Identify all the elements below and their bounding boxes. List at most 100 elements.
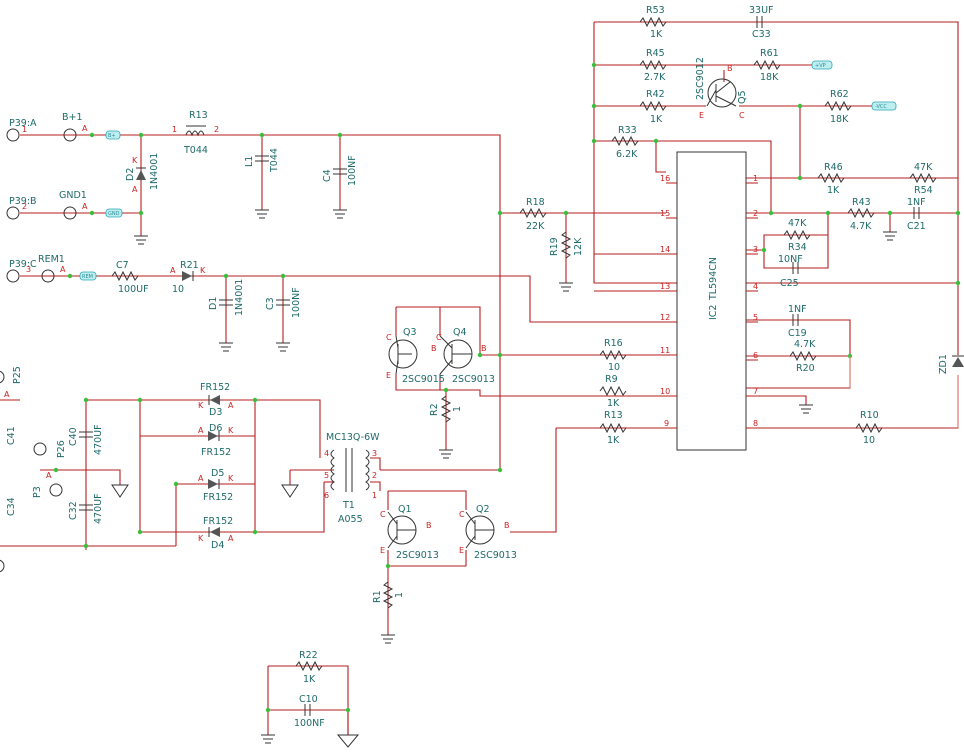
resistor-r10[interactable]: R10 10 (855, 410, 883, 446)
resistor-r21[interactable]: C7 100UF (111, 260, 149, 295)
resistor-r45[interactable]: R45 2.7K (639, 48, 667, 83)
transistor-q5[interactable]: Q5 2SC9012 B E C (695, 57, 748, 120)
capacitor-c32[interactable]: C32 470UF (68, 493, 104, 524)
resistor-r9[interactable]: R9 1K (599, 374, 627, 409)
r10-val: 10 (863, 435, 875, 446)
transistor-q4[interactable]: Q4 2SC9013 C B (436, 327, 495, 385)
d5-ref: D5 (211, 468, 224, 479)
c4-ref: L1 (244, 156, 255, 167)
terminal-c41[interactable]: C41 (6, 426, 17, 445)
capacitor-c33[interactable]: 33UF C33 (749, 5, 774, 40)
transformer-t1[interactable]: MC13Q-6W T1 A055 4 5 6 3 2 1 (324, 432, 380, 525)
resistor-r42[interactable]: R42 1K (639, 89, 667, 125)
terminal-gnd1[interactable]: GND1 A (59, 190, 88, 220)
t1-ref: T1 (342, 500, 355, 511)
resistor-r53[interactable]: R53 1K (639, 5, 667, 40)
terminal-p3[interactable]: P3 (32, 483, 63, 498)
resistor-r1[interactable]: R1 1 (372, 581, 405, 609)
r13-val: 1K (607, 435, 620, 446)
terminal-p39b[interactable]: P39:B 2 (6, 196, 37, 220)
q4-ref: Q4 (453, 327, 467, 338)
capacitor-c19[interactable]: 1NF C19 (788, 304, 807, 339)
transistor-q3[interactable]: Q3 2SC9015 C E B (386, 327, 445, 385)
resistor-r13[interactable]: R13 1K (599, 410, 627, 446)
net-flag-rem[interactable]: REM (79, 271, 97, 281)
diode-d6[interactable]: D6 FR152 A K (198, 423, 234, 458)
resistors: R53 1K R45 2.7K R61 18K R42 1K R62 18K R… (111, 5, 937, 685)
diode-d3[interactable]: FR152 D3 K A (198, 382, 234, 418)
terminal-c34[interactable]: C34 (6, 497, 17, 516)
transistor-q1[interactable]: Q1 2SC9013 C E B (380, 504, 439, 561)
net-flag-b[interactable]: B+ (105, 130, 121, 140)
terminal-p39a[interactable]: P39:A 1 (6, 118, 37, 142)
resistor-r61[interactable]: R61 18K (753, 48, 781, 83)
resistor-r34[interactable]: 47K R34 (783, 218, 811, 253)
p3-label: P3 (32, 486, 43, 498)
ic2-pin-2: 2 (753, 209, 758, 218)
diode-d5[interactable]: D5 FR152 A K (198, 468, 234, 503)
gnd1-pin: A (82, 202, 88, 211)
terminal-rem1[interactable]: REM1 A (38, 254, 66, 283)
capacitor-c4[interactable]: L1 T044 (244, 148, 280, 173)
r13-ref: R13 (604, 410, 623, 421)
resistor-r62[interactable]: R62 18K (824, 89, 852, 125)
capacitor-c3[interactable]: D1 1N4001 (208, 279, 245, 316)
r61-ref: R61 (760, 48, 779, 59)
r54-val: 47K (914, 162, 933, 173)
capacitor-c7[interactable]: C4 100NF (322, 155, 358, 186)
l1-pin-2: 2 (214, 125, 219, 134)
net-flag-vcc[interactable]: -VCC (871, 101, 897, 111)
b1-pin: A (82, 124, 88, 133)
d3-pin-k: K (198, 401, 204, 410)
ic2-pin-10: 10 (660, 387, 670, 396)
net-flag-vp[interactable]: +VP (811, 60, 833, 70)
terminal-p26[interactable]: P26 A (33, 440, 67, 480)
chassis-ground-icon (111, 484, 129, 498)
capacitor-c25[interactable]: 10NF C25 (778, 254, 803, 289)
ground-icon (219, 342, 233, 352)
diodes: D2 1N4001 A K R21 10 A K FR152 D3 K A D6… (125, 153, 964, 551)
terminal-b1[interactable]: B+1 A (62, 112, 88, 142)
capacitor-c10[interactable]: C10 100NF (294, 694, 325, 729)
resistor-r33[interactable]: R33 6.2K (611, 125, 639, 160)
capacitor-c40[interactable]: C40 470UF (68, 424, 104, 455)
resistor-r16[interactable]: R16 10 (599, 338, 627, 373)
c10-val: 100NF (294, 718, 325, 729)
diode-d1[interactable]: R21 10 A K (170, 260, 206, 295)
transistor-q2[interactable]: Q2 2SC9013 C E B (459, 504, 517, 561)
r20-ref: R20 (796, 363, 815, 374)
capacitor-c8[interactable]: C3 100NF (265, 287, 302, 318)
zener-zd1[interactable]: ZD1 (938, 354, 964, 374)
resistor-r18[interactable]: R18 22K (519, 197, 547, 232)
terminal-edge[interactable] (0, 559, 5, 573)
resistor-r43[interactable]: R43 4.7K (847, 197, 875, 232)
c3-val: 1N4001 (234, 279, 245, 316)
diode-d2[interactable]: D2 1N4001 A K (125, 153, 160, 194)
r18-ref: R18 (526, 197, 545, 208)
d2-val: 1N4001 (149, 153, 160, 190)
resistor-r20[interactable]: 4.7K R20 (789, 339, 817, 374)
c33-ref: C33 (752, 29, 771, 40)
resistor-r54[interactable]: 47K R54 (909, 162, 937, 196)
d3-pin-a: A (228, 401, 234, 410)
d1-pin-a: A (170, 266, 176, 275)
terminal-p39c[interactable]: P39:C 3 (6, 259, 37, 283)
r43-val: 4.7K (850, 221, 872, 232)
r10-ref: R10 (860, 410, 879, 421)
capacitor-c21[interactable]: 1NF C21 (907, 197, 926, 232)
q1-pin-b: B (426, 521, 432, 530)
ic2-pin-7: 7 (753, 387, 758, 396)
inductor-l1[interactable]: R13 T044 1 2 (172, 110, 219, 156)
r20-val: 4.7K (794, 339, 816, 350)
net-flag-gnd[interactable]: GND (105, 208, 123, 218)
resistor-r46[interactable]: R46 1K (817, 162, 845, 196)
ground-icon (333, 209, 347, 219)
q1-ref: Q1 (398, 504, 412, 515)
resistor-r22[interactable]: R22 1K (295, 650, 323, 685)
terminal-p25[interactable]: P25 A (0, 366, 23, 399)
diode-d4[interactable]: FR152 D4 K A (198, 516, 234, 551)
resistor-r2[interactable]: R2 1 (429, 395, 463, 423)
resistor-r19[interactable]: R19 12K (549, 231, 584, 259)
ic2-tl594cn[interactable]: IC2 TL594CN 1 2 3 4 5 6 7 8 9 10 11 12 1… (660, 151, 758, 451)
ground-icon (883, 231, 897, 241)
